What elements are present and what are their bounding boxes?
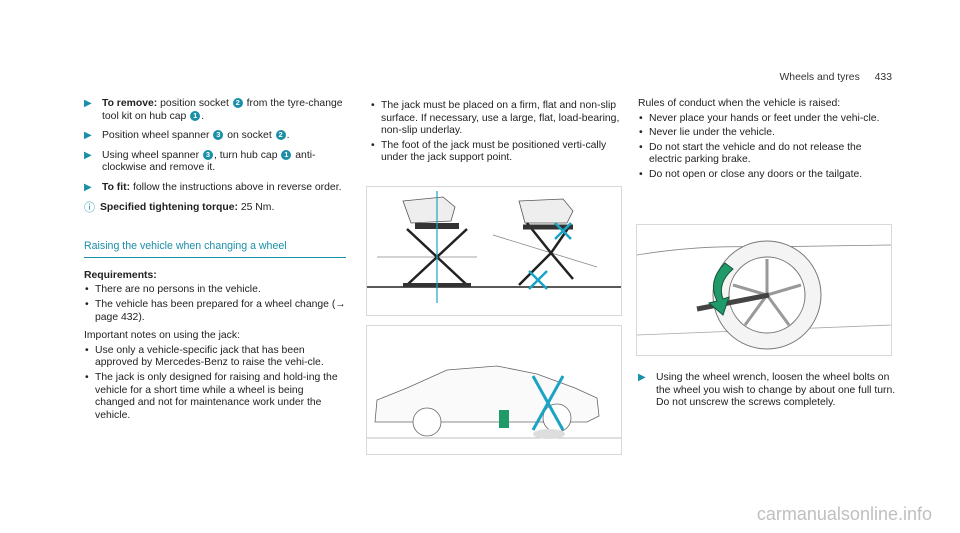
step-arrow-icon: ▶ xyxy=(84,130,92,142)
callout-number: 3 xyxy=(213,130,224,141)
step-text: . xyxy=(201,110,205,122)
info-icon: ⓘ xyxy=(84,201,95,214)
requirements-label: Requirements: xyxy=(84,269,157,281)
step-arrow-icon: ▶ xyxy=(84,149,92,161)
callout-number: 1 xyxy=(190,110,201,121)
vehicle-raised-figure xyxy=(366,325,622,455)
step-text: , turn hub cap xyxy=(213,149,278,161)
step-arrow-icon: ▶ xyxy=(638,372,646,383)
callout-number: 2 xyxy=(275,130,286,141)
jack-rule-item: The foot of the jack must be positioned … xyxy=(370,140,620,165)
watermark: carmanualsonline.info xyxy=(756,504,932,525)
step-text: Using the wheel wrench, loosen the wheel… xyxy=(656,372,896,409)
step-text: on socket xyxy=(227,130,272,142)
rule-item: Never place your hands or feet under the… xyxy=(638,113,894,126)
step-label: To fit: xyxy=(102,181,131,193)
column-1: ▶ To remove: position socket 2 from the … xyxy=(84,98,346,422)
rules-intro: Rules of conduct when the vehicle is rai… xyxy=(638,98,841,109)
step-text: follow the instructions above in reverse… xyxy=(132,181,342,193)
rule-item: Do not open or close any doors or the ta… xyxy=(638,169,894,182)
column-3: Rules of conduct when the vehicle is rai… xyxy=(638,98,894,182)
column-2: The jack must be placed on a firm, flat … xyxy=(370,98,620,165)
prohibited-cross-icon xyxy=(528,222,572,290)
step-arrow-icon: ▶ xyxy=(84,98,92,109)
step-text: from the tyre-change tool kit on hub cap xyxy=(102,98,343,122)
torque-note: ⓘ Specified tightening torque: 25 Nm. xyxy=(84,202,346,215)
step-text: Using wheel spanner xyxy=(102,149,200,161)
requirement-item: There are no persons in the vehicle. xyxy=(84,284,346,297)
note-item: The jack is only designed for raising an… xyxy=(84,372,346,422)
jack-rule-item: The jack must be placed on a firm, flat … xyxy=(370,100,620,138)
note-item: Use only a vehicle-specific jack that ha… xyxy=(84,345,346,370)
step-turn-hub-cap: ▶ Using wheel spanner 3, turn hub cap 1 … xyxy=(84,150,346,175)
important-notes-intro: Important notes on using the jack: xyxy=(84,330,240,342)
note-value: 25 Nm. xyxy=(240,201,275,213)
step-text: Position wheel spanner xyxy=(102,130,210,142)
step-fit: ▶ To fit: follow the instructions above … xyxy=(84,182,346,195)
step-position-spanner: ▶ Position wheel spanner 3 on socket 2. xyxy=(84,130,346,143)
header-title: Wheels and tyres xyxy=(779,72,860,83)
rule-item: Do not start the vehicle and do not rele… xyxy=(638,142,894,167)
rule-item: Never lie under the vehicle. xyxy=(638,127,894,140)
callout-number: 1 xyxy=(281,150,292,161)
step-loosen-bolts: ▶ Using the wheel wrench, loosen the whe… xyxy=(638,372,900,410)
jack-position-figure xyxy=(366,186,622,316)
page-number: 433 xyxy=(874,72,892,83)
wheel-wrench-figure xyxy=(636,224,892,356)
note-label: Specified tightening torque: xyxy=(100,201,238,213)
section-title: Raising the vehicle when changing a whee… xyxy=(84,240,346,258)
callout-number: 2 xyxy=(232,98,243,109)
prohibited-cross-icon xyxy=(531,375,565,431)
step-text: . xyxy=(286,130,290,142)
step-label: To remove: xyxy=(102,98,158,109)
step-text: anti-clockwise and remove it. xyxy=(102,149,316,174)
step-text: position socket xyxy=(160,98,229,109)
callout-number: 3 xyxy=(202,150,213,161)
rotation-arrow-icon xyxy=(707,262,734,316)
page-header: Wheels and tyres 433 xyxy=(779,72,892,85)
requirement-item: The vehicle has been prepared for a whee… xyxy=(84,299,346,324)
step-arrow-icon: ▶ xyxy=(84,181,92,193)
step-remove: ▶ To remove: position socket 2 from the … xyxy=(84,98,346,123)
